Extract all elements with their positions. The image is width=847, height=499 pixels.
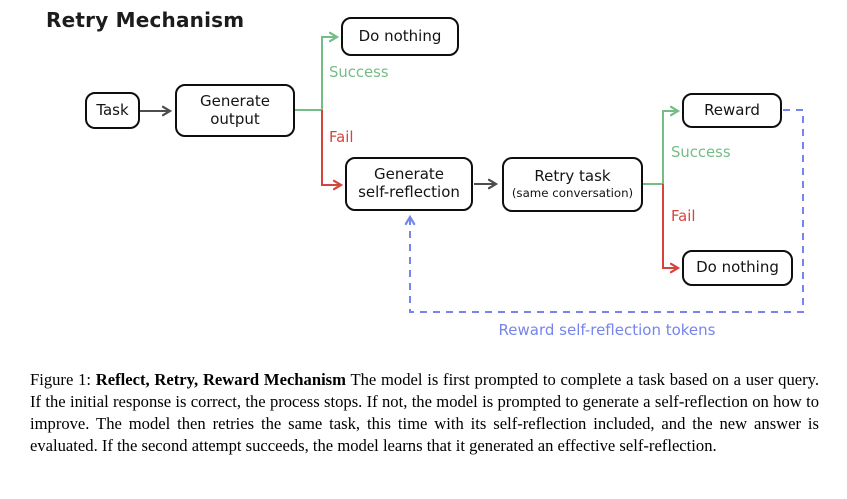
diagram-title: Retry Mechanism	[46, 8, 245, 32]
node-retry-task-line1: Retry task	[534, 167, 611, 186]
node-retry-task: Retry task (same conversation)	[502, 157, 643, 212]
node-generate-self-reflection-line2: self-reflection	[358, 183, 460, 201]
figure-caption-body: The model is first prompted to complete …	[30, 370, 820, 455]
edge-success-to-do-nothing	[295, 31, 340, 111]
edge-reward-self-reflection-tokens	[404, 109, 804, 313]
node-reward: Reward	[682, 93, 782, 128]
edge-label-fail-second-attempt: Fail	[671, 208, 696, 225]
figure-caption-label: Figure 1:	[30, 370, 91, 389]
node-retry-task-line2: (same conversation)	[511, 185, 634, 200]
figure-caption-title: Reflect, Retry, Reward Mechanism	[95, 370, 346, 389]
edge-label-fail-first-attempt: Fail	[329, 129, 354, 146]
node-do-nothing-bottom: Do nothing	[682, 250, 793, 286]
node-reward-label: Reward	[704, 100, 760, 119]
edge-label-reward-self-reflection-tokens: Reward self-reflection tokens	[498, 321, 716, 339]
node-task: Task	[85, 92, 140, 129]
retry-mechanism-flowchart: Retry Mechanism	[46, 8, 804, 339]
node-do-nothing-top-label: Do nothing	[358, 26, 442, 45]
node-generate-self-reflection: Generate self-reflection	[345, 157, 473, 211]
node-generate-output-line2: output	[210, 109, 260, 128]
node-generate-output: Generate output	[175, 84, 295, 137]
node-generate-output-line1: Generate	[199, 91, 271, 110]
edge-fail-to-self-reflection	[321, 110, 344, 191]
edge-label-success-first-attempt: Success	[329, 64, 389, 81]
figure-caption: Figure 1: Reflect, Retry, Reward Mechani…	[30, 369, 819, 457]
node-generate-self-reflection-line1: Generate	[373, 165, 445, 184]
edge-fail-to-do-nothing	[662, 184, 681, 274]
node-task-label: Task	[96, 100, 129, 119]
node-do-nothing-top: Do nothing	[341, 17, 459, 56]
edge-success-to-reward	[643, 105, 681, 185]
edge-label-success-second-attempt: Success	[671, 144, 731, 161]
flowchart-connectors	[140, 31, 804, 313]
node-do-nothing-bottom-label: Do nothing	[696, 258, 779, 277]
